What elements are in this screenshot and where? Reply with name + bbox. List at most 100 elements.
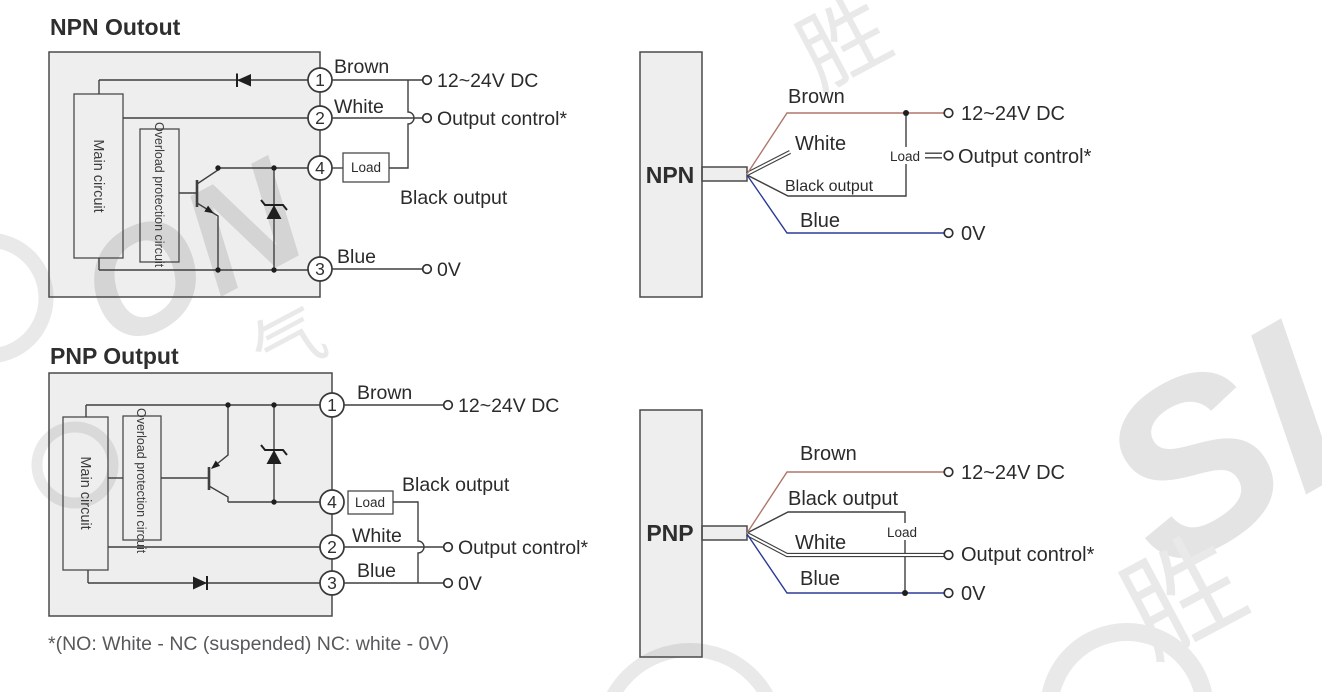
pnp-wiring-white-wire-core: [746, 533, 944, 556]
junction-dot: [225, 402, 231, 408]
pnp-power-label: 12~24V DC: [458, 395, 559, 417]
pnp-wiring-load-label: Load: [887, 525, 917, 540]
junction-dot: [271, 402, 277, 408]
pnp-load-label: Load: [355, 495, 385, 510]
npn-output-terminal: [421, 112, 433, 124]
npn-overload-box: [139, 128, 180, 263]
pnp-wiring-load-bg: [883, 523, 922, 540]
npn-black-output-label: Black output: [400, 187, 508, 209]
npn-overload-label: Overload protection circuit: [152, 122, 166, 268]
npn-wiring-white-label: White: [795, 133, 846, 155]
pnp-wiring-output-label: Output control*: [961, 544, 1095, 566]
npn-sensor-label: NPN: [646, 162, 695, 188]
npn-wiring-load-bg: [886, 147, 925, 164]
npn-load-label: Load: [351, 160, 381, 175]
npn-ground-label: 0V: [437, 259, 461, 281]
npn-zener-icon: [260, 168, 288, 270]
pnp-pin-2-num: 2: [327, 537, 337, 557]
npn-sensor-body: [639, 51, 703, 298]
junction-dot: [271, 165, 277, 171]
npn-wiring-brown-label: Brown: [788, 86, 845, 108]
npn-wiring-power-terminal: [943, 107, 954, 119]
npn-section: NPN Outout Main circuit Overload protect…: [48, 14, 1092, 298]
npn-wiring-ground-terminal: [943, 227, 954, 239]
npn-wiring-blue-wire: [746, 174, 944, 234]
npn-load-box: [342, 152, 390, 183]
npn-wiring-load-label: Load: [890, 149, 920, 164]
npn-wiring-brown-wire: [746, 112, 944, 175]
junction-dot: [271, 499, 277, 505]
npn-power-terminal: [421, 74, 433, 86]
npn-diode-icon: [236, 73, 251, 87]
pnp-diode-icon: [193, 576, 208, 590]
npn-wiring-ground-label: 0V: [961, 223, 986, 245]
watermark-ring-bottom2-icon: [1041, 623, 1213, 692]
pnp-transistor-icon: [108, 405, 229, 502]
npn-blue-label: Blue: [337, 246, 376, 268]
pnp-brown-label: Brown: [357, 382, 412, 404]
npn-title: NPN Outout: [50, 14, 181, 40]
footnote: *(NO: White - NC (suspended) NC: white -…: [48, 633, 449, 655]
pnp-wiring-ground-label: 0V: [961, 583, 986, 605]
pnp-output-label: Output control*: [458, 537, 588, 559]
pnp-wiring-white-label: White: [795, 532, 846, 554]
npn-brown-label: Brown: [334, 56, 389, 78]
junction-dot: [903, 110, 909, 116]
npn-wiring-power-label: 12~24V DC: [961, 103, 1065, 125]
npn-pin-1-num: 1: [315, 70, 325, 90]
npn-ground-terminal: [421, 263, 433, 275]
junction-dot: [902, 590, 908, 596]
pnp-ground-terminal: [442, 577, 454, 589]
pnp-sensor-label: PNP: [646, 520, 693, 546]
npn-circuit-box: [48, 51, 321, 298]
watermark-ring-left-icon: [0, 233, 54, 363]
pnp-blue-label: Blue: [357, 560, 396, 582]
npn-wiring-diagram: NPN Load Brown White Black output Blue 1…: [639, 51, 1092, 298]
npn-wiring-black-label: Black output: [785, 178, 874, 195]
pnp-overload-label: Overload protection circuit: [134, 408, 148, 554]
pnp-wiring-power-terminal: [943, 466, 954, 478]
pnp-pin-4: [319, 489, 345, 515]
pnp-output-terminal: [442, 541, 454, 553]
npn-pin-2-num: 2: [315, 108, 325, 128]
npn-wiring-blue-label: Blue: [800, 210, 840, 232]
npn-wiring-output-terminal: [943, 150, 954, 161]
pnp-pin-4-num: 4: [327, 492, 337, 512]
pnp-power-terminal: [442, 399, 454, 411]
pnp-circuit-diagram: Main circuit Overload protection circuit: [48, 372, 588, 617]
pnp-circuit-box: [48, 372, 333, 617]
pnp-sensor-cable-stub: [701, 525, 748, 541]
npn-pin-3-num: 3: [315, 259, 325, 279]
pnp-ground-label: 0V: [458, 573, 482, 595]
npn-white-label: White: [334, 96, 384, 118]
npn-pin-4-num: 4: [315, 158, 325, 178]
pnp-section: PNP Output Main circuit Overload protect…: [48, 343, 1095, 658]
npn-wiring-white-wire-core: [746, 151, 791, 175]
pnp-wiring-black-label: Black output: [788, 488, 899, 510]
pnp-wiring-black-wire: [746, 511, 906, 593]
npn-output-label: Output control*: [437, 108, 567, 130]
npn-circuit-diagram: Main circuit Overload protection circuit: [48, 51, 567, 298]
npn-load-to-power-wire: [389, 80, 415, 169]
pnp-black-output-label: Black output: [402, 474, 510, 496]
pnp-load-to-ground-wire: [393, 501, 425, 583]
junction-dot: [271, 267, 277, 273]
pnp-main-circuit-label: Main circuit: [77, 456, 93, 529]
pnp-wiring-power-label: 12~24V DC: [961, 462, 1065, 484]
pnp-wiring-blue-wire: [746, 533, 944, 594]
pnp-sensor-body: [639, 409, 703, 658]
pnp-wiring-output-terminal: [943, 549, 954, 561]
watermark-ring-bottom-icon: [606, 643, 774, 692]
pnp-wiring-brown-wire: [746, 471, 944, 534]
pnp-title: PNP Output: [50, 343, 179, 369]
pnp-wiring-diagram: PNP Load Brown Black output White Blue 1…: [639, 409, 1095, 658]
pnp-wiring-ground-terminal: [943, 587, 954, 599]
pnp-zener-icon: [260, 405, 288, 502]
pnp-wiring-blue-label: Blue: [800, 568, 840, 590]
npn-power-label: 12~24V DC: [437, 70, 538, 92]
npn-main-circuit-label: Main circuit: [90, 139, 106, 212]
pnp-pin-1-num: 1: [327, 395, 337, 415]
npn-sensor-cable-stub: [701, 166, 748, 182]
